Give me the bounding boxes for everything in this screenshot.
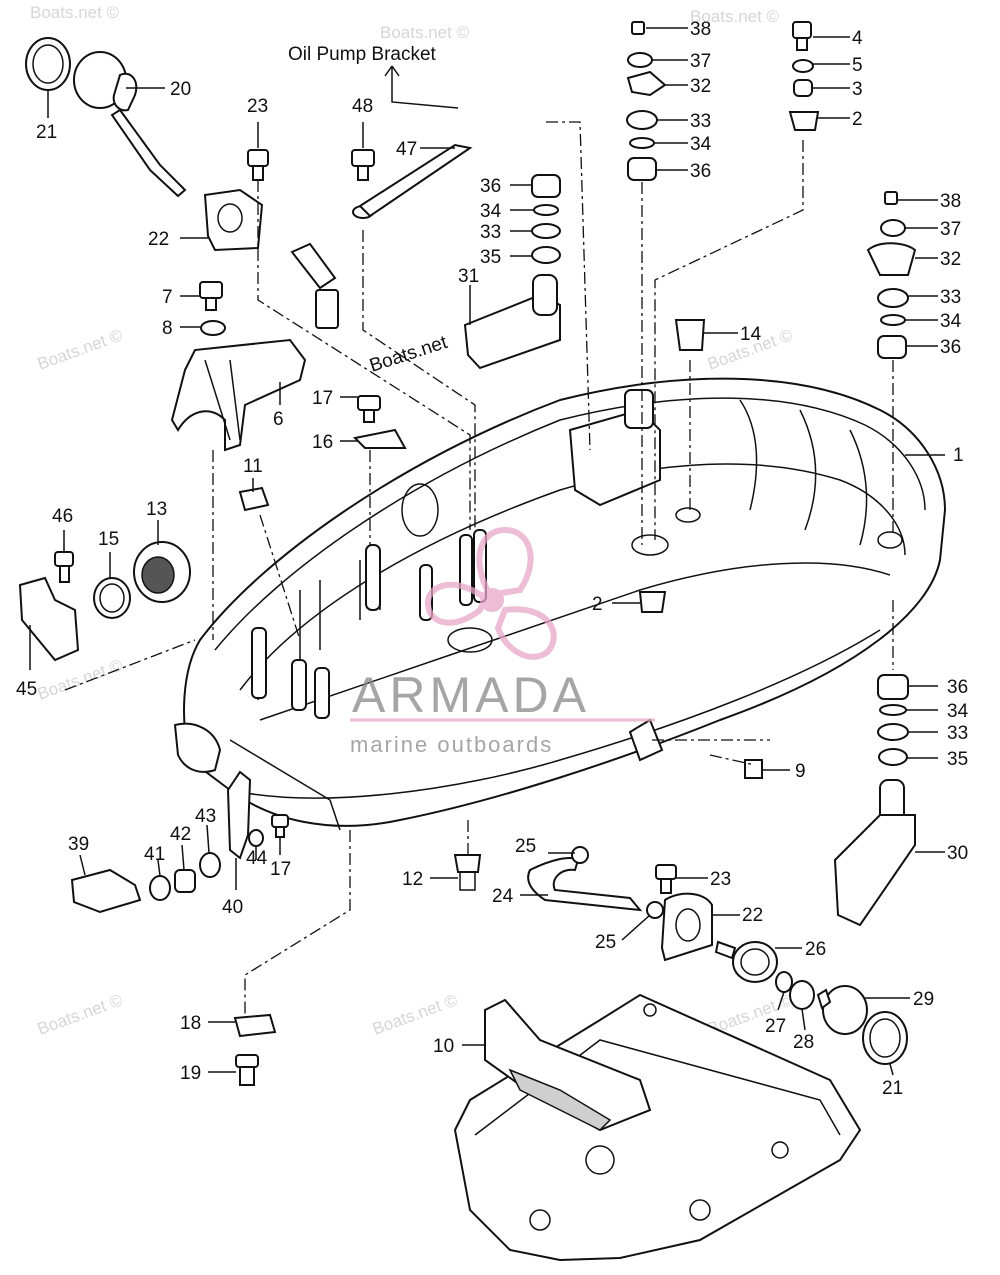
callout-1: 1 — [953, 445, 964, 466]
callout-12: 12 — [402, 869, 423, 890]
watermark: Boats.net © — [370, 990, 461, 1038]
callout-35: 35 — [480, 247, 501, 268]
callout-21: 21 — [882, 1078, 903, 1099]
callout-13: 13 — [146, 499, 167, 520]
callout-18: 18 — [180, 1013, 201, 1034]
callout-42: 42 — [170, 824, 191, 845]
title-leader — [384, 65, 459, 109]
callout-34: 34 — [940, 311, 962, 332]
callout-22: 22 — [148, 229, 169, 250]
callout-14: 14 — [740, 324, 762, 345]
callout-2: 2 — [852, 109, 863, 130]
callout-19: 19 — [180, 1063, 201, 1084]
callout-41: 41 — [144, 844, 165, 865]
callout-2: 2 — [592, 594, 603, 615]
callout-26: 26 — [805, 939, 826, 960]
brand-tagline: marine outboards — [350, 732, 553, 757]
callout-25: 25 — [515, 836, 536, 857]
callout-36: 36 — [940, 337, 961, 358]
bottom-cowling — [173, 377, 947, 831]
callout-6: 6 — [273, 409, 284, 430]
callout-33: 33 — [690, 111, 711, 132]
callout-23: 23 — [247, 96, 268, 117]
callout-36: 36 — [947, 677, 968, 698]
callout-32: 32 — [690, 76, 711, 97]
watermark: Boats.net © — [30, 3, 120, 22]
callout-11: 11 — [243, 456, 263, 477]
callout-3: 3 — [852, 79, 863, 100]
callout-47: 47 — [396, 139, 417, 160]
callout-48: 48 — [352, 96, 373, 117]
callout-37: 37 — [940, 219, 961, 240]
callout-38: 38 — [690, 19, 711, 40]
brand-watermark: ARMADA marine outboards — [350, 526, 655, 757]
watermark: Boats.net © — [35, 990, 126, 1038]
callout-31: 31 — [458, 266, 479, 287]
callout-34: 34 — [480, 201, 502, 222]
callout-39: 39 — [68, 834, 89, 855]
callout-29: 29 — [913, 989, 934, 1010]
callout-33: 33 — [940, 287, 961, 308]
callout-15: 15 — [98, 529, 119, 550]
watermark: Boats.net © — [690, 7, 780, 26]
bottom-plate — [453, 993, 862, 1262]
callout-34: 34 — [947, 701, 969, 722]
callout-45: 45 — [16, 679, 37, 700]
callout-27: 27 — [765, 1016, 786, 1037]
watermark: Boats.net © — [35, 655, 126, 703]
callout-24: 24 — [492, 886, 514, 907]
callout-21: 21 — [36, 122, 57, 143]
callout-43: 43 — [195, 806, 216, 827]
callout-33: 33 — [947, 723, 968, 744]
diagram-title: Oil Pump Bracket — [288, 44, 437, 65]
callout-44: 44 — [246, 848, 268, 869]
callout-10: 10 — [433, 1036, 454, 1057]
callout-40: 40 — [222, 897, 243, 918]
watermark-inline: Boats.net — [367, 332, 451, 377]
callout-37: 37 — [690, 51, 711, 72]
callout-25: 25 — [595, 932, 616, 953]
callout-17: 17 — [270, 859, 291, 880]
callout-16: 16 — [312, 432, 333, 453]
callout-5: 5 — [852, 55, 863, 76]
callout-36: 36 — [690, 161, 711, 182]
small-parts — [18, 21, 917, 1086]
callout-30: 30 — [947, 843, 968, 864]
callout-23: 23 — [710, 869, 731, 890]
guide-lines — [64, 121, 894, 1015]
propeller-logo-icon — [424, 526, 557, 660]
callout-20: 20 — [170, 79, 191, 100]
callout-7: 7 — [162, 287, 173, 308]
callout-labels: 21 20 23 48 47 22 7 8 6 17 16 11 46 15 1… — [16, 19, 969, 1099]
callout-22: 22 — [742, 905, 763, 926]
callout-33: 33 — [480, 222, 501, 243]
watermark: Boats.net © — [35, 325, 126, 373]
callout-8: 8 — [162, 318, 173, 339]
callout-35: 35 — [947, 749, 968, 770]
callout-34: 34 — [690, 134, 712, 155]
callout-9: 9 — [795, 761, 806, 782]
callout-28: 28 — [793, 1032, 814, 1053]
callout-4: 4 — [852, 28, 863, 49]
callout-32: 32 — [940, 249, 961, 270]
callout-46: 46 — [52, 506, 73, 527]
watermark: Boats.net © — [380, 23, 470, 42]
leader-lines — [29, 27, 945, 1076]
callout-17: 17 — [312, 388, 333, 409]
brand-name: ARMADA — [352, 667, 590, 723]
callout-36: 36 — [480, 176, 501, 197]
callout-38: 38 — [940, 191, 961, 212]
